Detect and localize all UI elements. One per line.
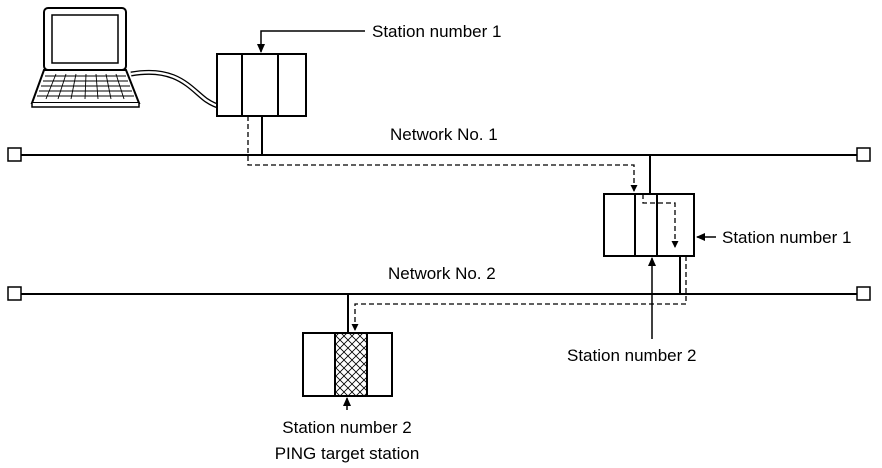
ping-route-network2 [351,256,687,331]
ping-route [247,116,638,192]
pointer-pc-station [257,30,365,53]
label-relay-station-n2: Station number 2 [567,346,696,365]
network2-terminator-left [7,286,22,301]
label-relay-station-n1: Station number 1 [722,228,851,247]
label-ping-target: PING target station [275,444,420,463]
label-network1: Network No. 1 [390,125,498,144]
label-pc-station: Station number 1 [372,22,501,41]
label-target-station: Station number 2 [282,418,411,437]
plc-ping-target-station [302,332,393,397]
network1-terminator-left [7,147,22,162]
ping-route-relay [642,194,679,248]
label-network2: Network No. 2 [388,264,496,283]
network1-terminator-right [856,147,871,162]
plc-station-pc [216,53,307,117]
laptop-icon [30,7,141,108]
network2-terminator-right [856,286,871,301]
plc-relay-station [603,193,695,257]
